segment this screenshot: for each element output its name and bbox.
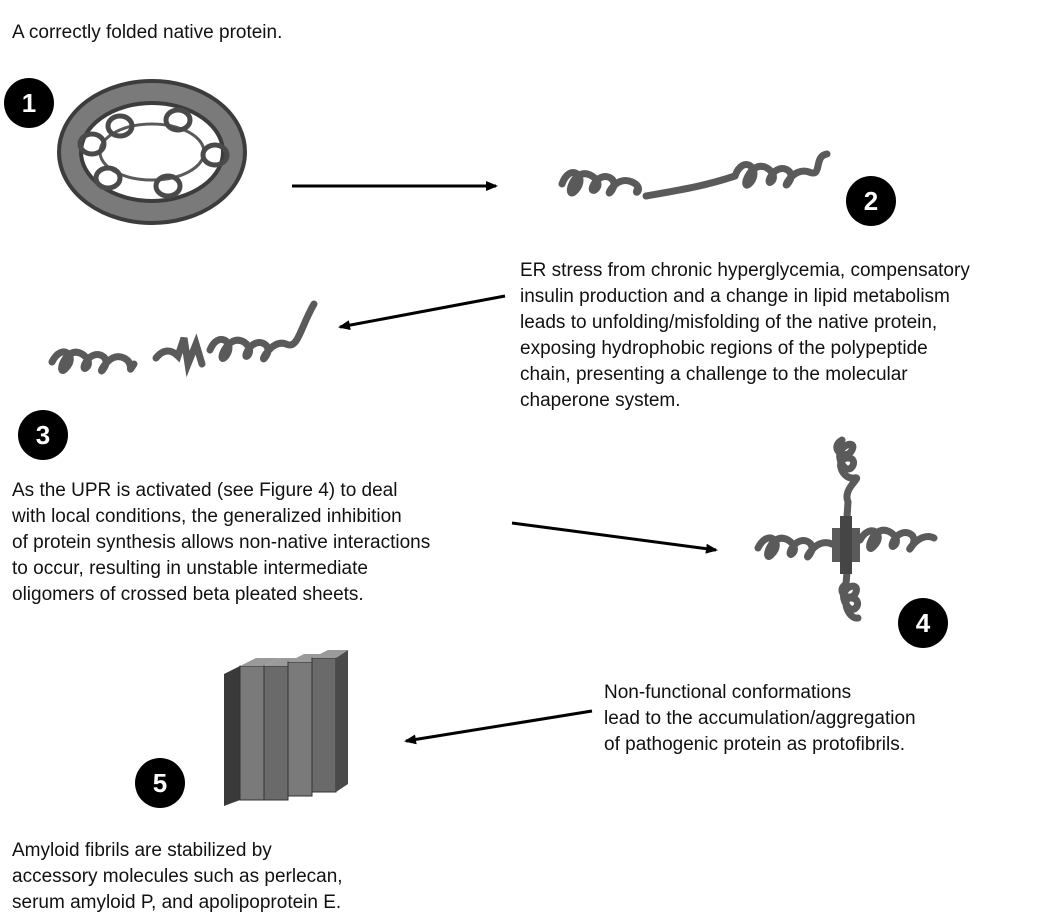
text-line: leads to unfolding/misfolding of the nat…: [520, 312, 938, 333]
step-2-description: ER stress from chronic hyperglycemia, co…: [520, 258, 970, 414]
text-line: ER stress from chronic hyperglycemia, co…: [520, 260, 970, 281]
text-line: accessory molecules such as perlecan,: [12, 866, 343, 887]
text-line: Non-functional conformations: [604, 682, 852, 703]
text-line: lead to the accumulation/aggregation: [604, 708, 916, 729]
step-badge-3: 3: [18, 410, 68, 460]
misfolded-protein-helix: [48, 300, 318, 378]
caption-native-protein: A correctly folded native protein.: [12, 22, 283, 43]
text-line: chaperone system.: [520, 390, 681, 411]
protein-oligomer-cross: [754, 436, 938, 622]
text-line: to occur, resulting in unstable intermed…: [12, 558, 368, 579]
text-line: of protein synthesis allows non-native i…: [12, 532, 431, 553]
step-badge-5: 5: [135, 758, 185, 808]
text-line: serum amyloid P, and apolipoprotein E.: [12, 892, 342, 913]
text-line: oligomers of crossed beta pleated sheets…: [12, 584, 364, 605]
arrow-3-to-4: [511, 521, 718, 554]
text-line: As the UPR is activated (see Figure 4) t…: [12, 480, 398, 501]
text-line: of pathogenic protein as protofibrils.: [604, 734, 906, 755]
native-protein-ring: [57, 79, 247, 225]
step-badge-2: 2: [846, 176, 896, 226]
step-3-description: As the UPR is activated (see Figure 4) t…: [12, 478, 430, 608]
step-badge-1: 1: [4, 78, 54, 128]
step-badge-4: 4: [898, 598, 948, 648]
text-line: Amyloid fibrils are stabilized by: [12, 840, 272, 861]
text-line: with local conditions, the generalized i…: [12, 506, 402, 527]
arrow-2-to-3: [338, 294, 506, 331]
amyloid-fibril-bundle: [224, 650, 348, 806]
arrow-4-to-5: [404, 709, 593, 745]
text-line: chain, presenting a challenge to the mol…: [520, 364, 908, 385]
step-4-description: Non-functional conformations lead to the…: [604, 680, 916, 758]
unfolded-protein-helix: [558, 150, 831, 200]
step-5-description: Amyloid fibrils are stabilized by access…: [12, 838, 343, 916]
text-line: exposing hydrophobic regions of the poly…: [520, 338, 928, 359]
text-line: insulin production and a change in lipid…: [520, 286, 950, 307]
